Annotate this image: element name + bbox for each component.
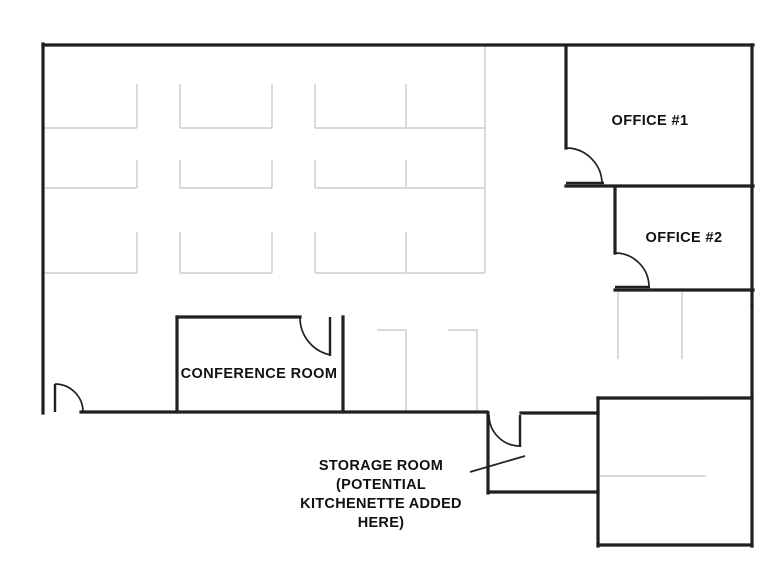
- main-entrance-group: [53, 383, 84, 413]
- storage-callout-line-4: HERE): [358, 515, 405, 531]
- conference-room-label: CONFERENCE ROOM: [181, 366, 338, 382]
- office-2-group: [613, 187, 755, 292]
- main-entrance-door-swing-icon: [54, 383, 84, 413]
- storage-callout-line-2: (POTENTIAL: [336, 477, 426, 493]
- partition-lower-cubicle-b: [448, 329, 478, 413]
- office-2-door-swing-icon: [614, 252, 650, 288]
- office-1-door-swing-icon: [565, 147, 603, 185]
- storage-room-group: [469, 411, 600, 495]
- storage-room-callout: STORAGE ROOM (POTENTIAL KITCHENETTE ADDE…: [300, 458, 462, 531]
- office-1-group: [564, 44, 755, 188]
- storage-room-leader-line: [469, 455, 526, 473]
- lower-right-room-group: [596, 303, 754, 548]
- conference-room-door-swing-icon: [299, 316, 332, 356]
- storage-callout-line-1: STORAGE ROOM: [319, 458, 443, 474]
- storage-room-door-swing-icon: [488, 414, 521, 447]
- outer-walls-group: [41, 42, 755, 415]
- office-1-label: OFFICE #1: [612, 113, 689, 129]
- office-2-label: OFFICE #2: [646, 230, 723, 246]
- partition-lower-cubicle-a: [377, 329, 407, 413]
- storage-callout-line-3: KITCHENETTE ADDED: [300, 496, 462, 512]
- conference-room-group: [175, 315, 345, 414]
